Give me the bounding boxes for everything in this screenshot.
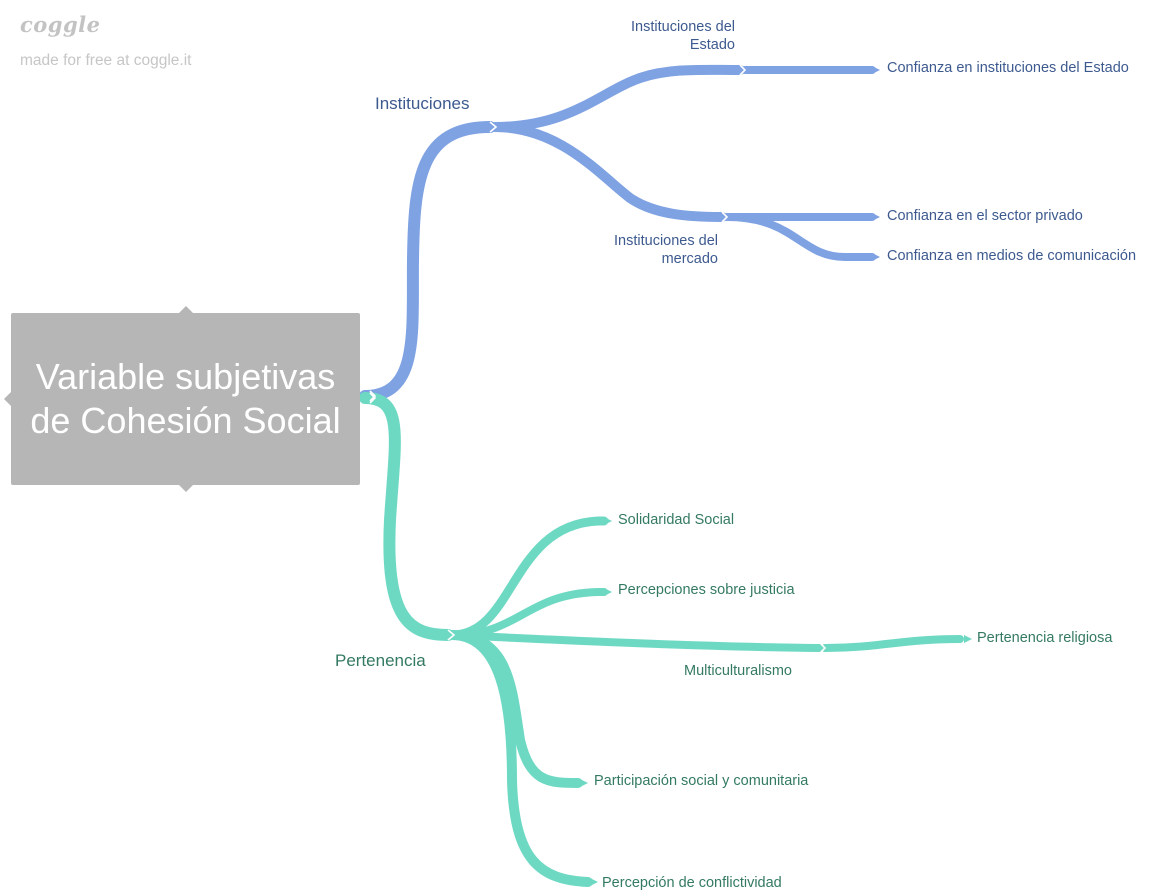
node-instituciones[interactable]: Instituciones [375, 94, 470, 113]
arrow-tip-medios [872, 253, 880, 261]
arrow-tip-conflictividad [590, 878, 598, 886]
node-confianza-medios-comunicacion[interactable]: Confianza en medios de comunicación [887, 248, 1137, 264]
chevron-root-green [369, 392, 377, 404]
node-multiculturalismo[interactable]: Multiculturalismo [684, 663, 792, 679]
root-node-label: Variable subjetivas de Cohesión Social [30, 356, 341, 441]
chevron-estado [739, 64, 747, 76]
chevron-pertenencia [447, 629, 456, 641]
root-expand-down-handle[interactable] [179, 485, 193, 492]
node-percepciones-justicia[interactable]: Percepciones sobre justicia [618, 582, 795, 598]
chevron-multiculturalismo [819, 642, 827, 654]
arrow-tip-participacion [580, 779, 588, 787]
link-pertenencia-solidaridad [447, 516, 609, 640]
link-pertenencia-conflictividad [447, 630, 593, 887]
link-mercado-medios [723, 213, 876, 261]
node-solidaridad-social[interactable]: Solidaridad Social [618, 512, 735, 528]
link-instituciones-mercado [490, 122, 727, 222]
arrow-tip-solidaridad [604, 517, 612, 525]
arrow-tip-sector-privado [872, 213, 880, 221]
link-pertenencia-multiculturalismo [448, 631, 824, 652]
node-confianza-instituciones-estado[interactable]: Confianza en instituciones del Estado [887, 60, 1129, 76]
arrow-tip-religiosa [964, 635, 972, 643]
chevron-instituciones [489, 121, 498, 133]
coggle-watermark-text[interactable]: made for free at coggle.it [20, 52, 192, 69]
node-participacion-social-comunitaria[interactable]: Participación social y comunitaria [594, 773, 809, 789]
link-root-pertenencia [359, 392, 454, 641]
arrow-tip-estado-leaf [872, 66, 880, 74]
chevron-root-blue [369, 390, 377, 402]
node-instituciones-del-estado[interactable]: Instituciones del Estado [631, 19, 735, 54]
root-expand-up-handle[interactable] [179, 306, 193, 313]
node-percepcion-conflictividad[interactable]: Percepción de conflictividad [602, 875, 782, 891]
coggle-logo[interactable]: coggle [20, 12, 101, 37]
root-node[interactable]: Variable subjetivas de Cohesión Social [11, 313, 360, 485]
node-confianza-sector-privado[interactable]: Confianza en el sector privado [887, 208, 1083, 224]
link-multiculturalismo-religiosa [821, 635, 964, 652]
root-expand-left-handle[interactable] [4, 392, 11, 406]
node-pertenencia-religiosa[interactable]: Pertenencia religiosa [977, 630, 1113, 646]
node-instituciones-del-mercado[interactable]: Instituciones del mercado [614, 233, 718, 268]
chevron-mercado [721, 211, 729, 223]
node-pertenencia[interactable]: Pertenencia [335, 651, 426, 670]
link-instituciones-estado [490, 64, 745, 132]
link-root-instituciones [359, 121, 496, 402]
arrow-tip-justicia [604, 588, 612, 596]
